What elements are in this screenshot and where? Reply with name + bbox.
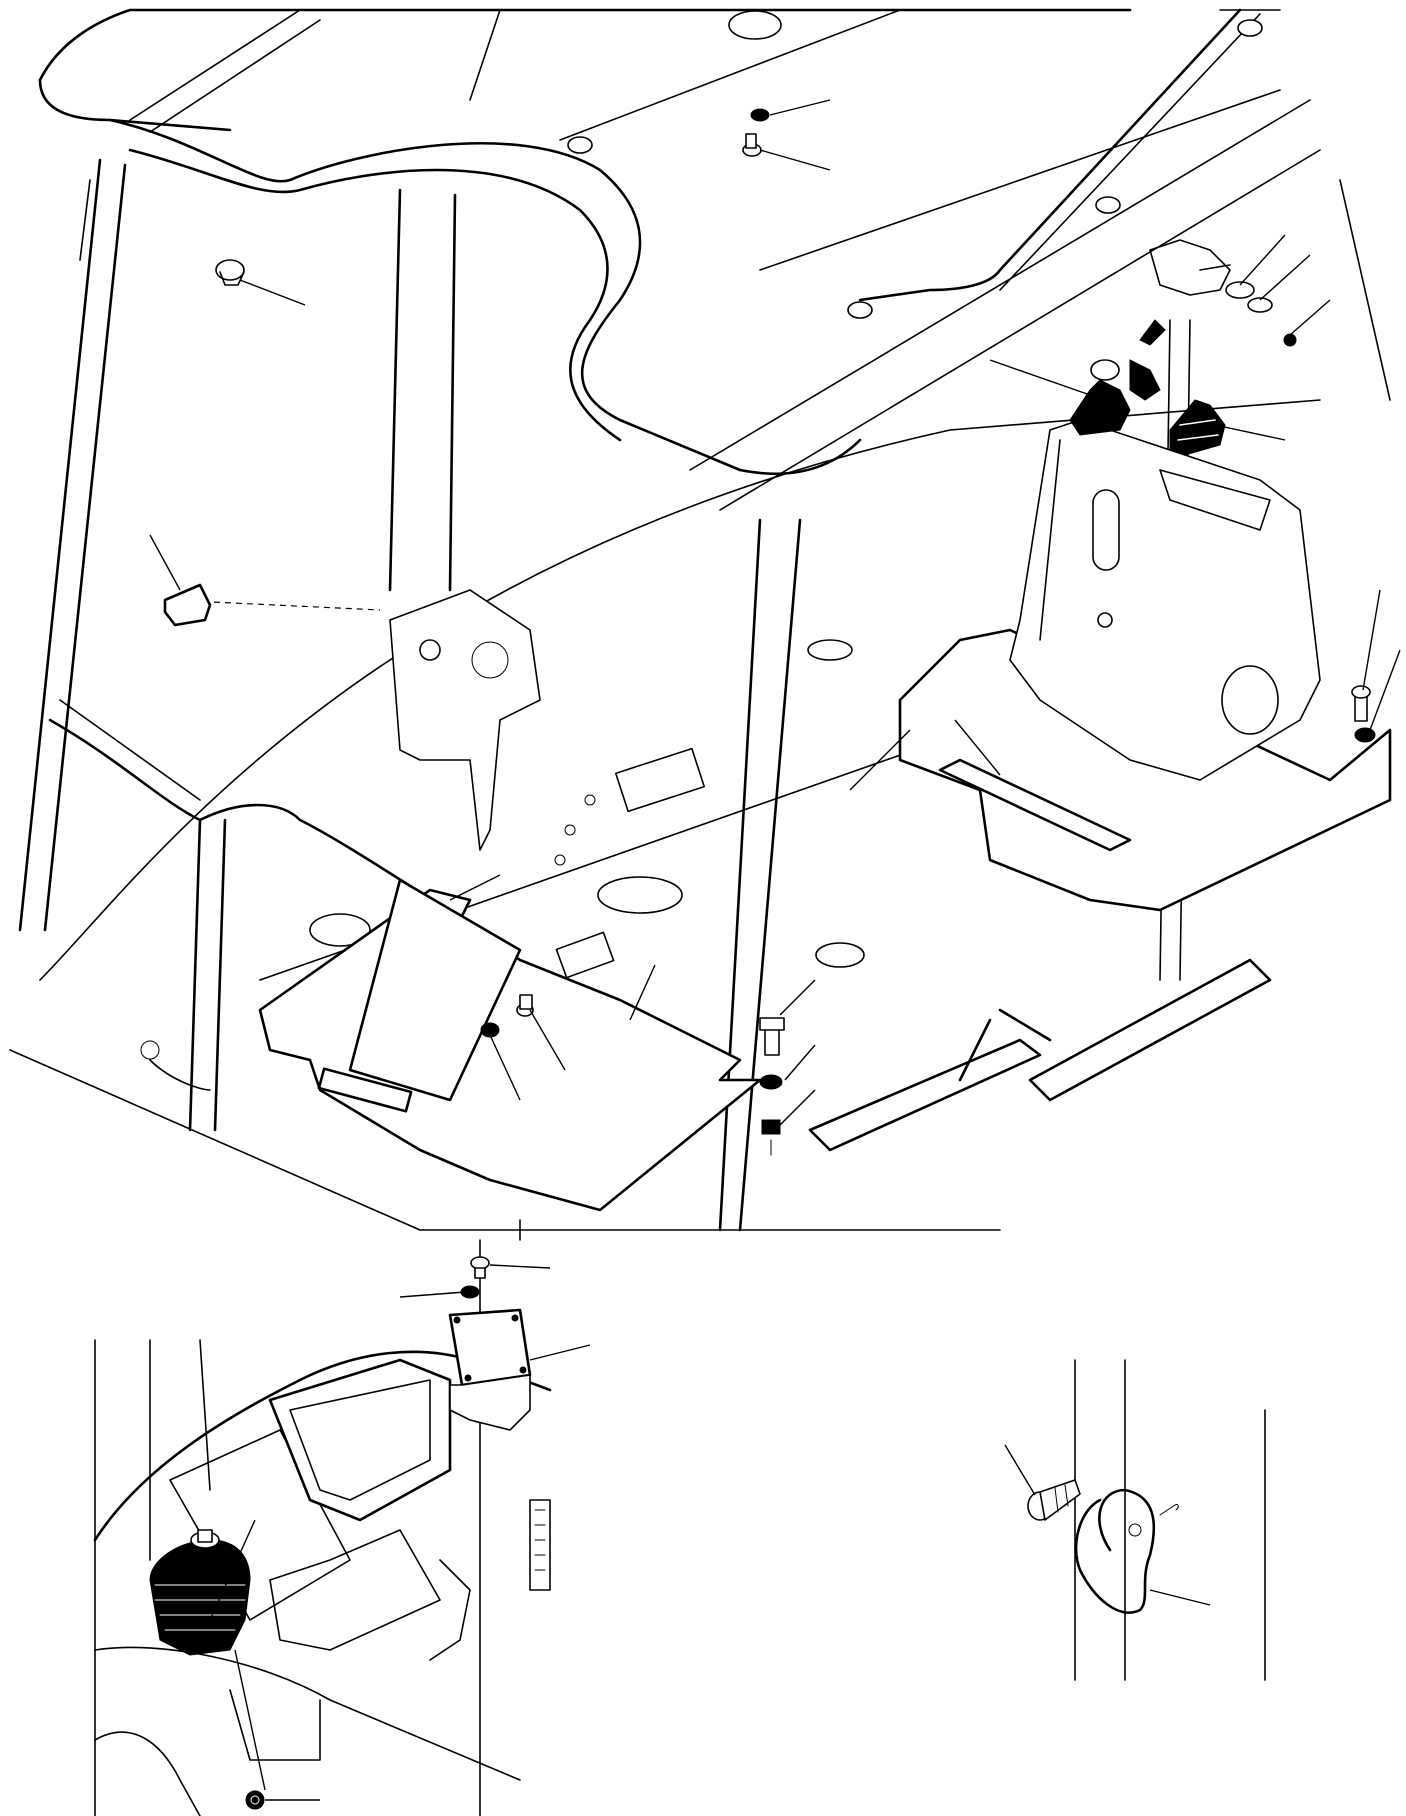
console-lever-boot — [149, 1529, 251, 1656]
main-cab-view — [9, 8, 1401, 1232]
console-nut — [245, 1790, 265, 1810]
left-floor-cover — [149, 599, 762, 1212]
panel-bracket — [389, 589, 541, 851]
floor-plate — [9, 399, 1321, 1231]
right-floor-cover — [808, 628, 1392, 1152]
center-bolt — [759, 1017, 785, 1056]
roof-bolt — [742, 133, 762, 157]
center-nut — [761, 1119, 781, 1156]
console-bolt — [470, 1256, 490, 1279]
spare-lever-boot — [1169, 399, 1226, 456]
right-control-console — [1009, 419, 1321, 781]
cover-washer — [480, 1022, 500, 1038]
pivot-pin — [1149, 239, 1297, 347]
grommet — [163, 583, 212, 627]
hook-detail-view — [1004, 1359, 1266, 1681]
hook — [1074, 1488, 1156, 1614]
leader-lines — [149, 99, 1401, 1126]
roof-washer — [750, 108, 770, 122]
cover-plate — [448, 1308, 532, 1431]
center-washer — [759, 1074, 783, 1090]
right-washer — [1354, 727, 1376, 743]
hook-bolt — [1027, 1479, 1081, 1521]
right-bolt — [1351, 685, 1371, 722]
plug — [215, 259, 245, 286]
control-lever-boot — [1069, 319, 1166, 436]
cover-bolt — [516, 994, 534, 1017]
cab-roof — [38, 8, 1281, 319]
front-pillar — [18, 158, 127, 932]
roof-frame — [108, 99, 1321, 511]
console-detail-view — [93, 1256, 591, 1816]
